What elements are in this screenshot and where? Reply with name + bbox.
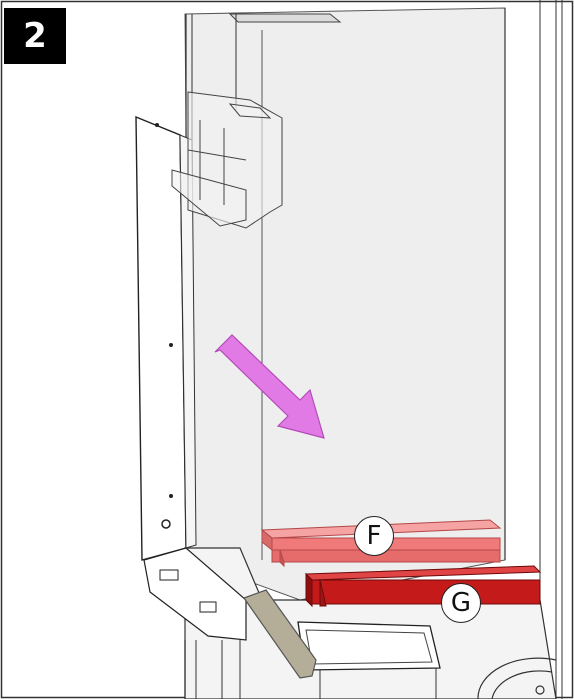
callout-g: G <box>441 583 481 623</box>
top-plate <box>228 13 342 23</box>
air-inlet <box>477 657 557 699</box>
back-panel <box>184 7 506 601</box>
insert-direction-arrow-icon <box>214 334 325 439</box>
side-panel-screw <box>161 519 171 529</box>
deflector-plate <box>243 589 317 679</box>
side-panel-hole <box>169 494 173 498</box>
base-bracket <box>143 547 247 641</box>
side-panel-hole <box>169 343 173 347</box>
step-number-badge: 2 <box>4 8 66 64</box>
upper-bracket <box>171 91 283 229</box>
brick-g <box>304 565 542 608</box>
callout-f: F <box>354 516 394 556</box>
